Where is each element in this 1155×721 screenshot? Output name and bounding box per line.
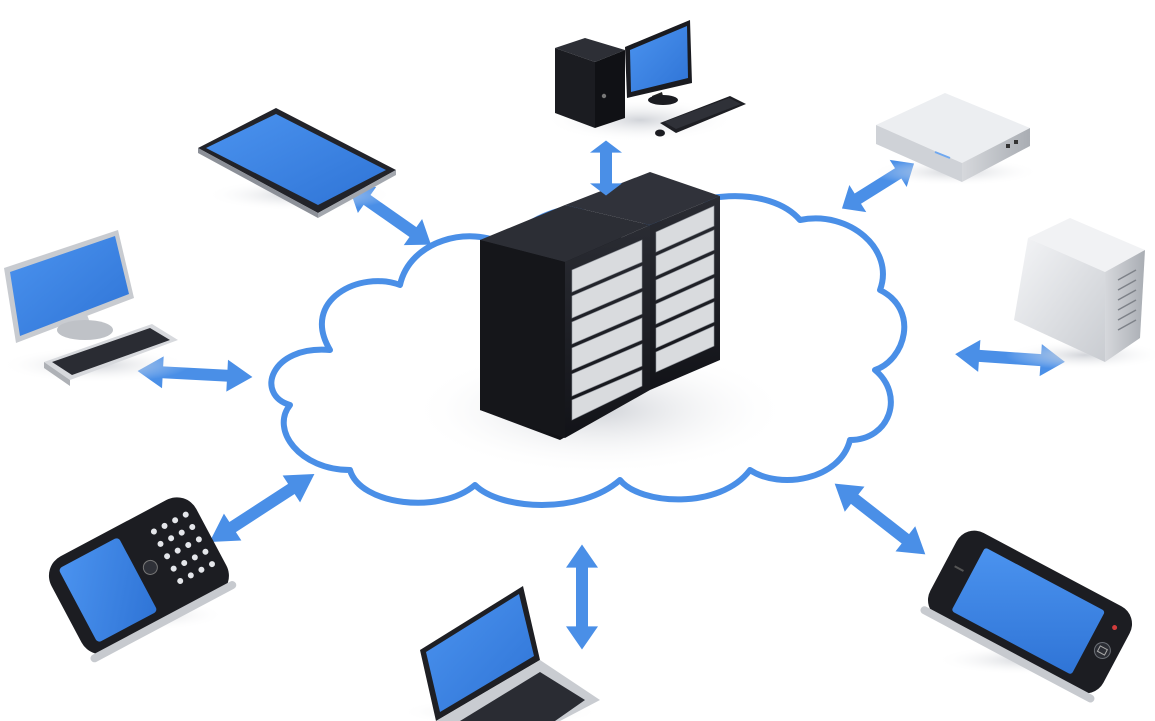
laptop-icon	[400, 586, 600, 721]
smartphone-qwerty-icon	[48, 497, 237, 663]
desktop-tower-pc-icon	[545, 20, 746, 142]
desktop-monitor-keyboard-icon	[0, 230, 190, 386]
touchscreen-phone-icon	[920, 530, 1133, 703]
bidirectional-arrow-icon	[824, 470, 936, 568]
bidirectional-arrow-icon	[200, 460, 324, 556]
server-rack-icon	[480, 172, 720, 440]
tablet-icon	[198, 108, 396, 218]
bidirectional-arrow-icon	[566, 544, 598, 650]
tower-server-icon	[1005, 218, 1155, 370]
network-appliance-icon	[870, 93, 1040, 186]
